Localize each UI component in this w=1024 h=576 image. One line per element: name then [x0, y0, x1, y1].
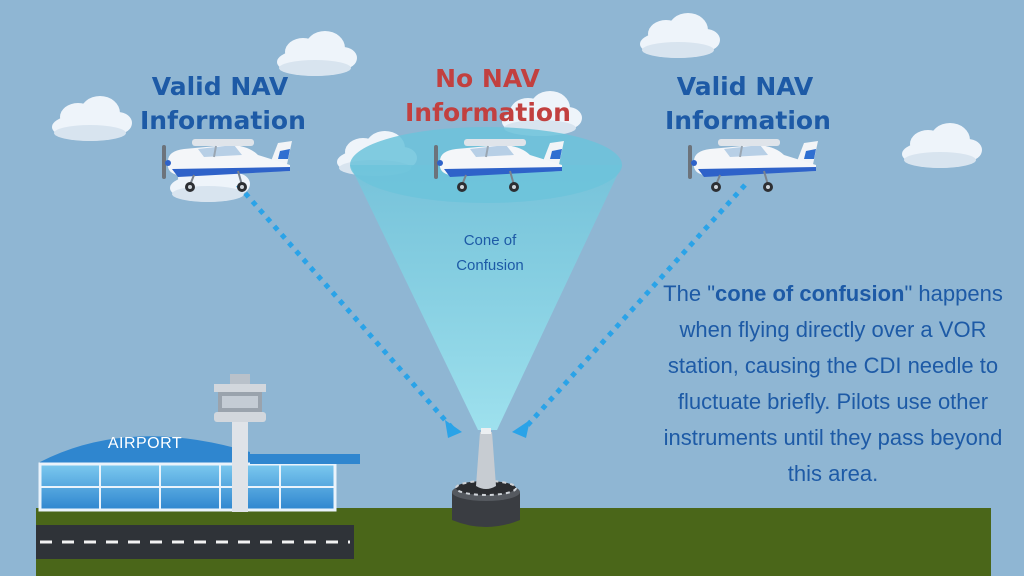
cloud — [52, 96, 132, 141]
label-line: Confusion — [456, 257, 524, 274]
explanation-highlight: cone of confusion — [715, 281, 905, 306]
airplane-right — [687, 138, 819, 193]
airport-terminal — [38, 436, 360, 512]
label-line: Information — [665, 106, 831, 135]
vor-station — [452, 428, 520, 527]
airport-sign: AIRPORT — [107, 435, 183, 452]
cone-of-confusion — [350, 165, 622, 430]
valid-nav-label-right: Valid NAV Information — [665, 70, 831, 138]
no-nav-label: No NAV Information — [405, 62, 571, 130]
explanation-quote: " — [904, 281, 913, 306]
label-line: Cone of — [463, 232, 517, 249]
control-tower — [214, 374, 266, 512]
label-line: Information — [405, 98, 571, 127]
arrowhead-left — [445, 420, 462, 438]
explanation-prefix: The " — [663, 281, 716, 306]
label-line: Valid NAV — [151, 72, 289, 101]
cloud — [640, 13, 720, 58]
cloud — [902, 123, 982, 168]
label-line: Valid NAV — [676, 72, 814, 101]
label-line: No NAV — [435, 64, 540, 93]
explanation-body: happens when flying directly over a VOR … — [663, 281, 1003, 486]
label-line: Information — [140, 106, 306, 135]
cone-of-confusion-label: Cone of Confusion — [420, 228, 560, 278]
valid-nav-label-left: Valid NAV Information — [140, 70, 306, 138]
explanation-text: The "cone of confusion" happens when fly… — [648, 276, 1018, 492]
arrowhead-right — [512, 420, 530, 438]
